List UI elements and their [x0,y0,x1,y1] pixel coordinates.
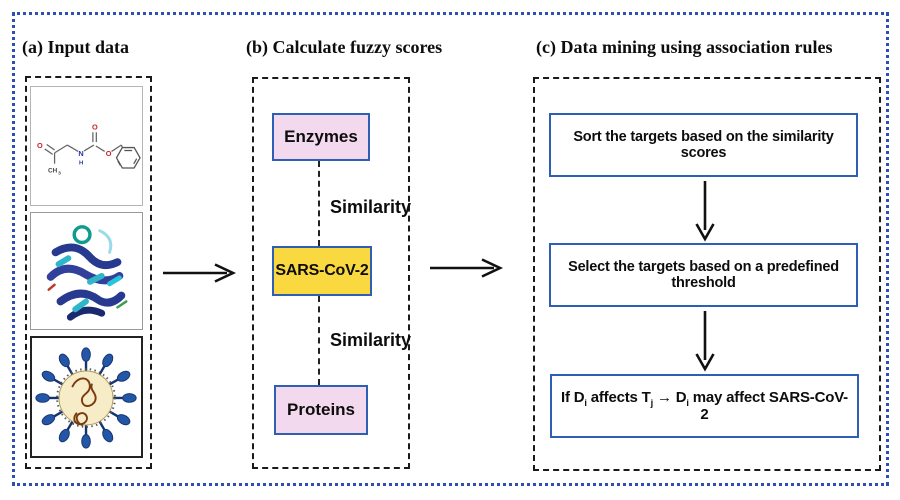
protein-structure-image [30,212,143,330]
atom-ch-sub: 3 [58,170,61,176]
chemical-structure-drawing: O O O N H CH 3 [37,122,141,176]
virus-image [30,336,143,458]
protein-ribbon-drawing [46,225,128,321]
rule-part: may affect SARS-CoV-2 [688,389,848,423]
section-a-title: (a) Input data [22,37,130,57]
rule-part-arrow: → D [653,389,687,406]
arrow-step2-to-step3 [695,311,715,372]
chemical-structure-image: O O O N H CH 3 [30,86,143,206]
node-sars-cov-2: SARS-CoV-2 [272,246,372,296]
arrow-a-to-b [163,263,237,283]
section-b-dashed-box [252,77,410,469]
connector-sars-proteins [318,296,320,385]
rule-text: If Di affects Tj → Di may affect SARS-Co… [560,389,849,423]
step-select-targets: Select the targets based on a predefined… [549,243,858,307]
node-proteins: Proteins [274,385,368,435]
similarity-label-1: Similarity [330,197,412,217]
node-enzymes: Enzymes [272,113,370,161]
rule-subscript-i: i [584,398,587,408]
rule-subscript-i: i [686,398,689,408]
section-b-title: (b) Calculate fuzzy scores [246,37,443,57]
virus-drawing [35,347,137,449]
atom-o-ketone: O [37,141,43,150]
section-a-dashed-box [25,76,152,469]
atom-o-carbonyl: O [92,122,98,131]
atom-h: H [79,161,83,167]
step-association-rule: If Di affects Tj → Di may affect SARS-Co… [550,374,859,438]
connector-enzymes-sars [318,161,320,246]
section-c-title: (c) Data mining using association rules [536,37,833,57]
outer-dotted-frame [12,12,889,486]
rule-part: affects T [586,389,651,406]
rule-part: If D [561,389,585,406]
arrow-step1-to-step2 [695,181,715,242]
atom-o-ester: O [106,149,112,158]
rule-subscript-j: j [650,398,654,408]
atom-n: N [78,149,83,158]
arrow-b-to-c [430,258,504,278]
section-c-dashed-box [533,77,881,471]
step-sort-targets: Sort the targets based on the similarity… [549,113,858,177]
atom-ch: CH [48,168,58,175]
similarity-label-2: Similarity [330,330,412,350]
